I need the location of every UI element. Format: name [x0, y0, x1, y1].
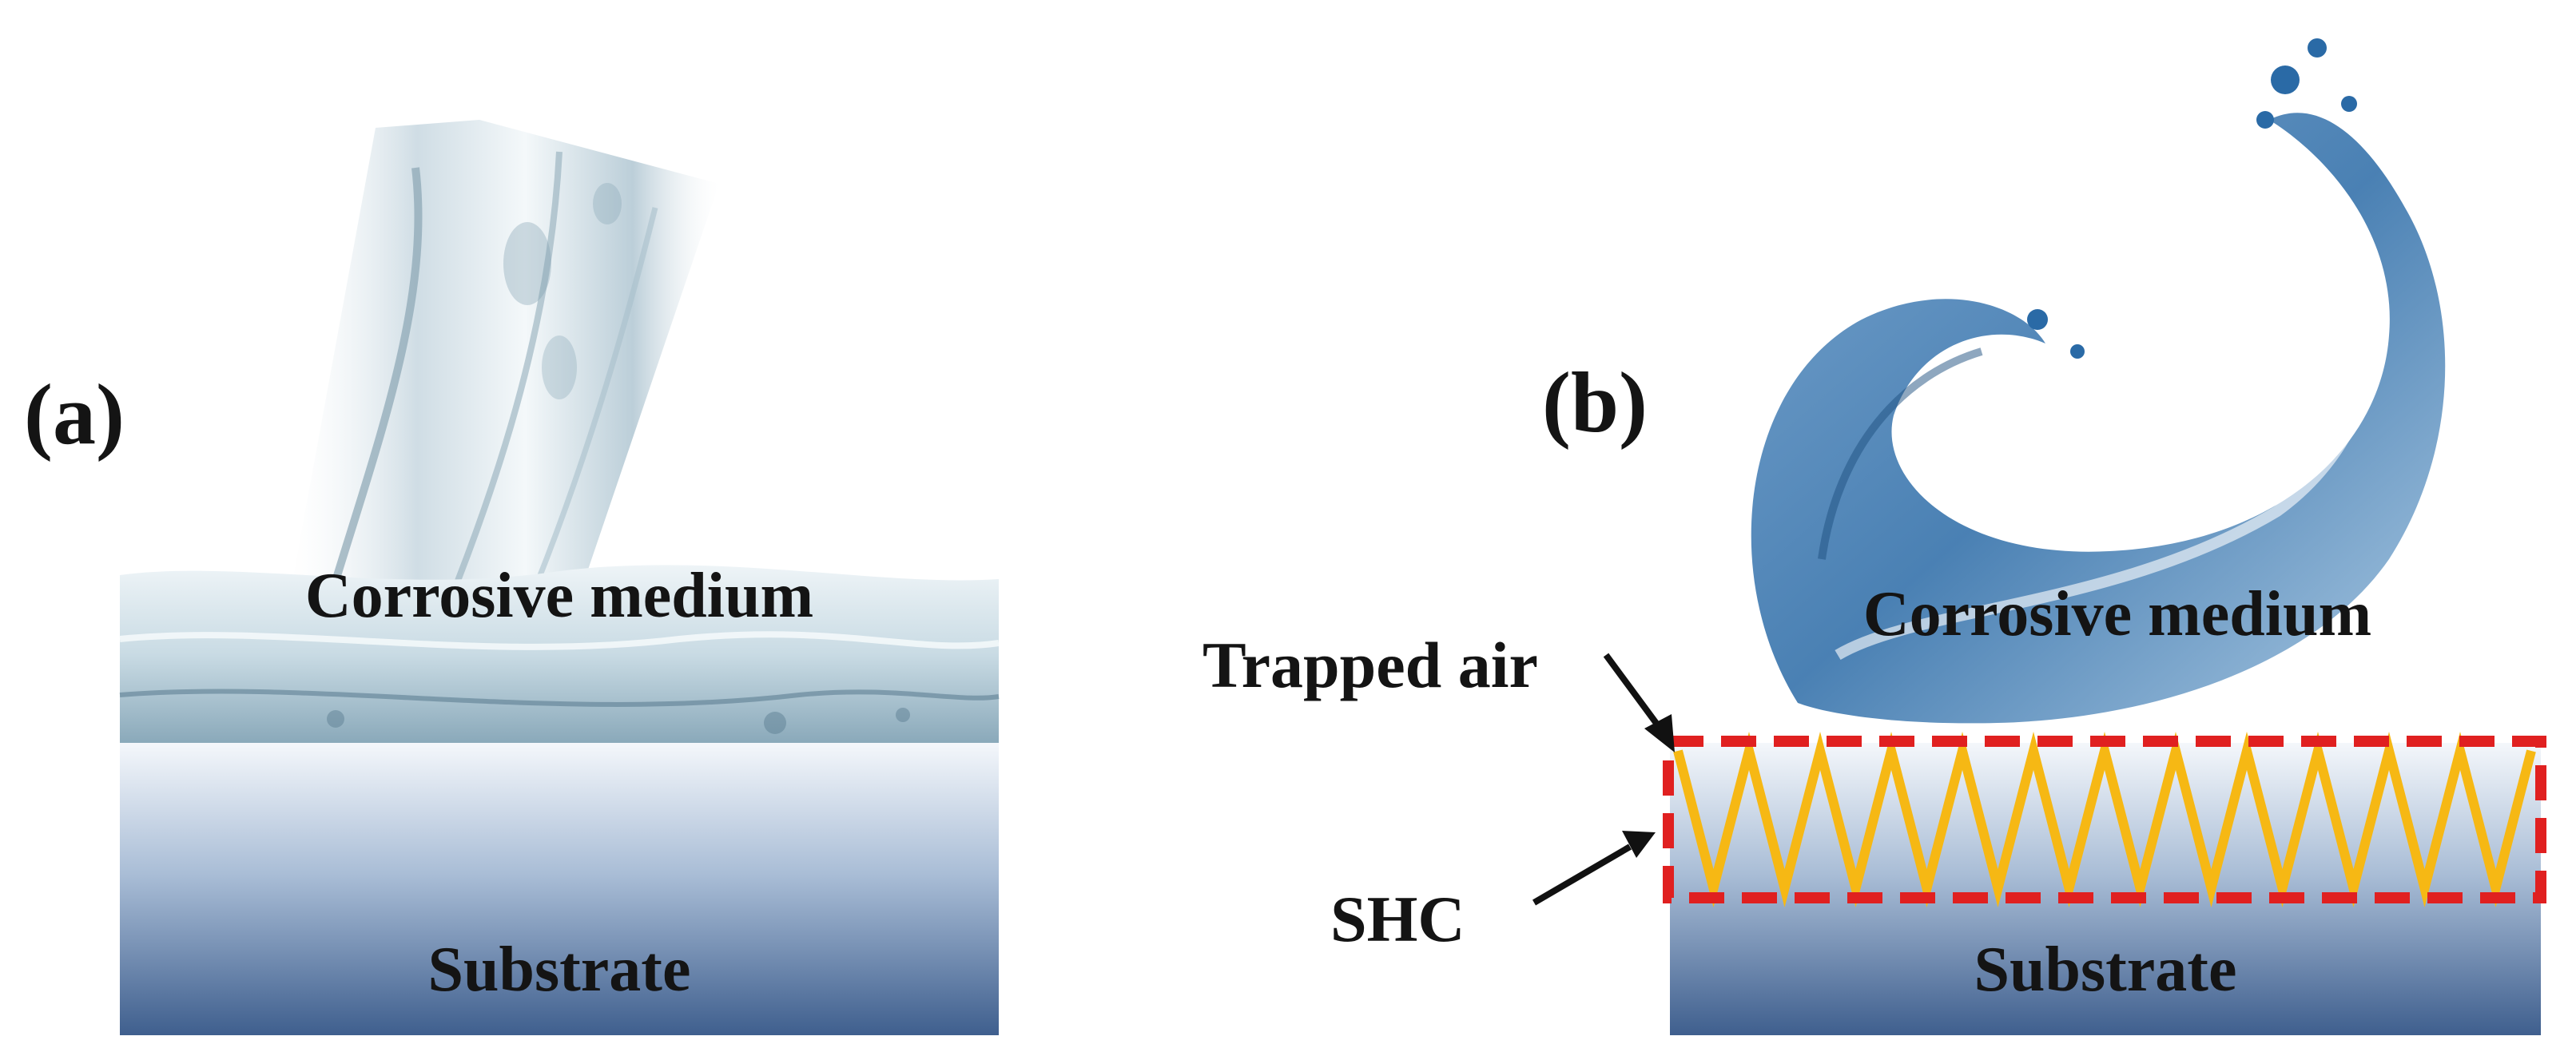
panel-b-label: (b) [1542, 355, 1648, 451]
water-wave-illustration [1751, 38, 2446, 724]
water-stream-illustration [288, 120, 719, 609]
zigzag-microstructure [1673, 732, 2536, 907]
panel-b-substrate-label: Substrate [1974, 935, 2237, 1005]
trapped-air-dashed-box [1663, 736, 2546, 903]
panel-b-medium-label: Corrosive medium [1863, 579, 2371, 649]
panel-a-label: (a) [24, 367, 125, 462]
panel-b: (b) Corrosive medium Substrate Trapped a… [1203, 38, 2546, 1035]
panel-a: (a) Corrosive medium Substrate [24, 120, 1000, 1035]
trapped-air-arrow [1603, 653, 1675, 752]
shc-arrow [1532, 831, 1656, 906]
panel-a-substrate [120, 743, 999, 1035]
panel-a-substrate-label: Substrate [428, 935, 691, 1005]
trapped-air-label: Trapped air [1203, 629, 1538, 701]
shc-coating [1663, 732, 2546, 907]
shc-label: SHC [1330, 883, 1465, 955]
panel-a-medium-label: Corrosive medium [305, 561, 813, 631]
water-body [119, 565, 1000, 743]
